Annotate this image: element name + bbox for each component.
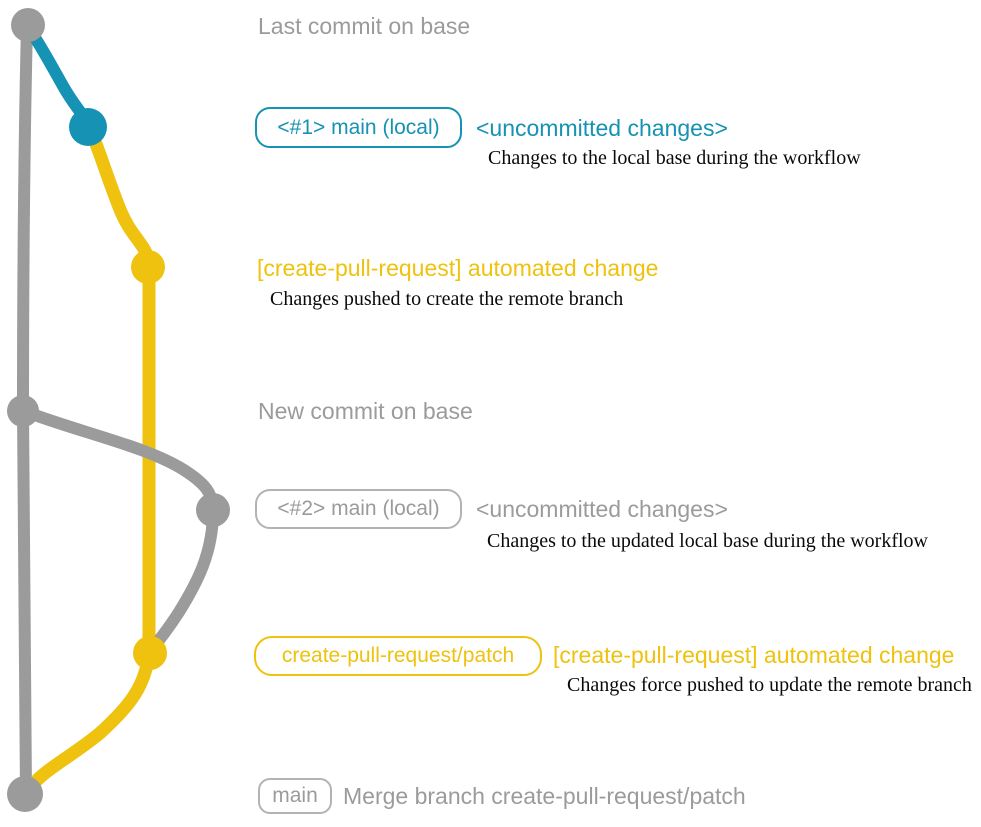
merge-branch-label: Merge branch create-pull-request/patch	[343, 783, 746, 809]
uncommitted-changes-1-label: <uncommitted changes>	[476, 115, 728, 141]
commit-node-automated-2	[133, 636, 167, 670]
commit-node-merge	[7, 776, 43, 812]
edge-patch-branch	[20, 122, 156, 798]
automated-change-2-description: Changes force pushed to update the remot…	[567, 674, 972, 696]
automated-change-2-label: [create-pull-request] automated change	[553, 642, 955, 668]
branch-badge-main-local-2: <#2> main (local)	[255, 489, 462, 529]
commit-node-last-base	[11, 8, 45, 42]
automated-change-1-description: Changes pushed to create the remote bran…	[270, 288, 624, 310]
uncommitted-changes-2-label: <uncommitted changes>	[476, 496, 728, 522]
edge-uncommitted-2	[18, 405, 220, 659]
last-commit-on-base-label: Last commit on base	[258, 13, 471, 39]
commit-node-new-base	[7, 395, 39, 427]
uncommitted-changes-2-description: Changes to the updated local base during…	[487, 530, 928, 552]
branch-badge-main-local-1: <#1> main (local)	[255, 107, 462, 148]
new-commit-on-base-label: New commit on base	[258, 398, 473, 424]
commit-node-main-1	[69, 108, 107, 146]
branch-badge-create-pull-request-patch: create-pull-request/patch	[254, 636, 542, 676]
branch-badge-main: main	[258, 778, 332, 814]
commit-node-main-2	[196, 493, 230, 527]
automated-change-1-label: [create-pull-request] automated change	[257, 255, 659, 281]
commit-node-automated-1	[131, 250, 165, 284]
uncommitted-changes-1-description: Changes to the local base during the wor…	[488, 147, 861, 169]
